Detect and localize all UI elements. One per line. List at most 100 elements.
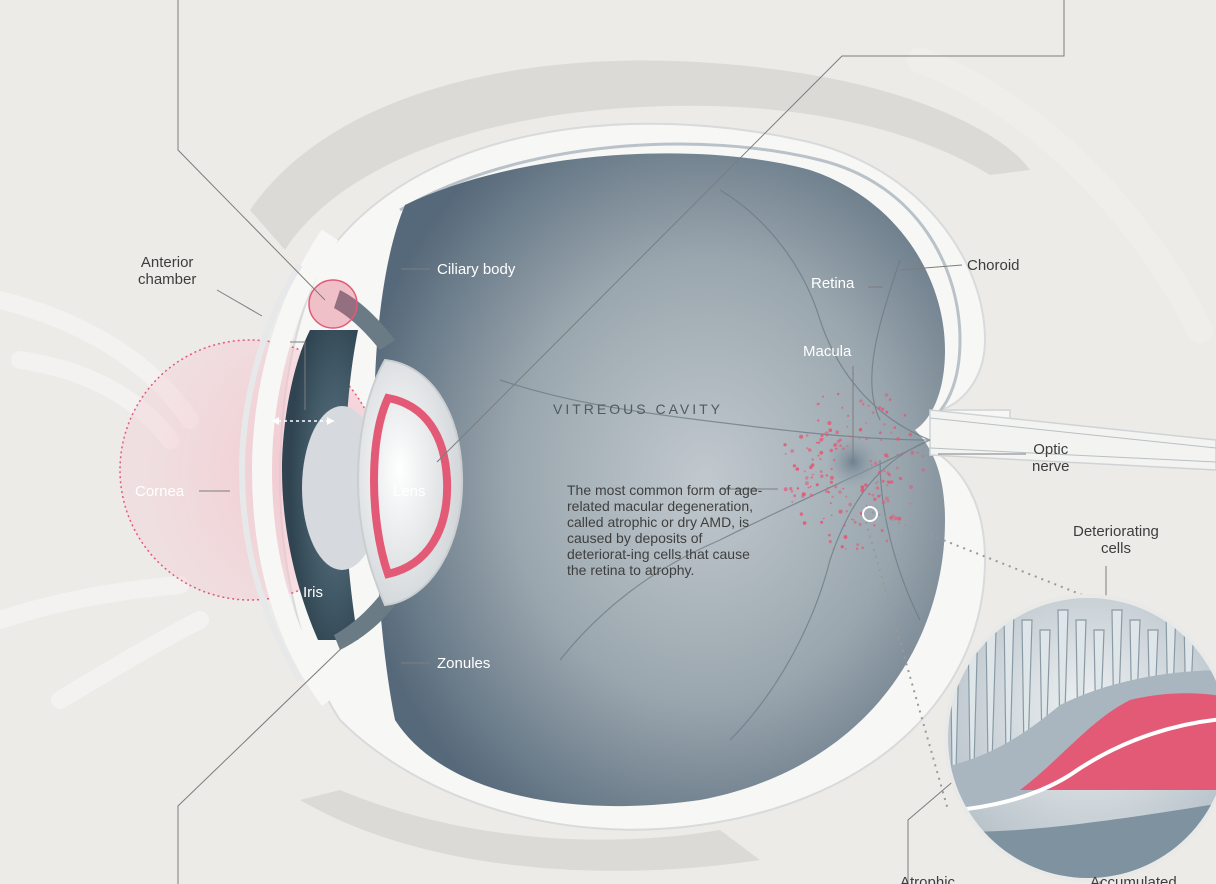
deposit-dot [805,476,808,479]
deposit-dot [866,505,868,507]
label-cornea: Cornea [135,483,184,500]
deposit-dot [801,495,805,499]
deposit-dot [845,548,847,550]
deposit-dot [890,432,892,434]
deposit-dot [881,408,884,411]
label-deteriorating-cells: Deteriorating cells [1073,523,1159,557]
label-accumulated: Accumulated [1090,874,1177,884]
deposit-dot [825,490,828,493]
deposit-dot [819,458,821,460]
deposit-dot [808,448,812,452]
deposit-dot [783,443,786,446]
deposit-dot [909,485,913,489]
deposit-dot [887,481,890,484]
deposit-dot [827,487,830,490]
deposit-dot [830,481,833,484]
deposit-dot [899,477,902,480]
deposit-dot [819,451,823,455]
deposit-dot [806,447,808,449]
deposit-dot [889,398,892,401]
deposit-dot [820,474,824,478]
deposit-dot [810,494,813,497]
deposit-dot [847,445,849,447]
label-choroid: Choroid [967,257,1020,274]
deposit-dot [856,543,859,546]
deposit-dot [861,485,865,489]
deposit-dot [897,517,901,521]
deposit-dot [845,496,847,498]
deposit-dot [864,483,868,487]
deposit-dot [875,482,877,484]
retina-zoom-inset [930,594,1216,884]
deposit-dot [789,487,792,490]
label-zonules: Zonules [437,655,490,672]
deposit-dot [803,521,807,525]
deposit-dot [811,476,814,479]
deposit-dot [830,449,833,452]
deposit-dot [822,396,824,398]
deposit-dot [785,453,787,455]
deposit-dot [835,448,837,450]
deposit-dot [831,515,833,517]
deposit-dot [868,405,870,407]
deposit-dot [859,523,862,526]
deposit-dot [870,460,872,462]
deposit-dot [896,437,900,441]
deposit-dot [825,431,829,435]
optic-nerve [930,410,1216,470]
deposit-dot [829,540,832,543]
deposit-dot [833,548,835,550]
deposit-dot [871,464,873,466]
deposit-dot [844,525,846,527]
deposit-dot [796,467,800,471]
deposit-dot [833,459,835,461]
deposit-dot [877,481,879,483]
deposit-dot [847,426,849,428]
deposit-dot [812,459,814,461]
deposit-dot [904,414,907,417]
label-lens: Lens [393,483,426,500]
deposit-dot [872,411,875,414]
deposit-dot [841,545,844,548]
deposit-dot [880,439,882,441]
deposit-dot [793,464,796,467]
deposit-dot [830,468,832,470]
deposit-dot [894,426,897,429]
deposit-dot [885,497,889,501]
deposit-dot [882,500,886,504]
ciliary-highlight-ring [309,280,357,328]
deposit-dot [797,487,799,489]
deposit-dot [812,474,814,476]
deposit-dot [820,470,823,473]
label-iris: Iris [303,584,323,601]
deposit-dot [883,423,885,425]
deposit-dot [835,430,839,434]
deposit-dot [829,428,833,432]
deposit-dot [821,434,824,437]
deposit-dot [832,496,834,498]
label-atrophic: Atrophic [900,874,955,884]
deposit-dot [854,521,857,524]
deposit-dot [901,453,903,455]
deposit-dot [909,433,913,437]
deposit-dot [820,521,823,524]
deposit-dot [818,455,820,457]
deposit-dot [843,448,845,450]
deposit-dot [922,468,925,471]
deposit-dot [804,470,806,472]
deposit-dot [823,518,825,520]
deposit-dot [859,438,861,440]
deposit-dot [833,443,837,447]
deposit-dot [846,510,848,512]
deposit-dot [876,486,880,490]
deposit-dot [806,434,809,437]
deposit-dot [825,474,828,477]
deposit-dot [884,453,888,457]
deposit-dot [861,547,864,550]
deposit-dot [834,485,837,488]
deposit-dot [828,534,831,537]
deposit-dot [816,403,818,405]
deposit-dot [878,471,881,474]
deposit-dot [844,535,848,539]
deposit-dot [830,502,832,504]
